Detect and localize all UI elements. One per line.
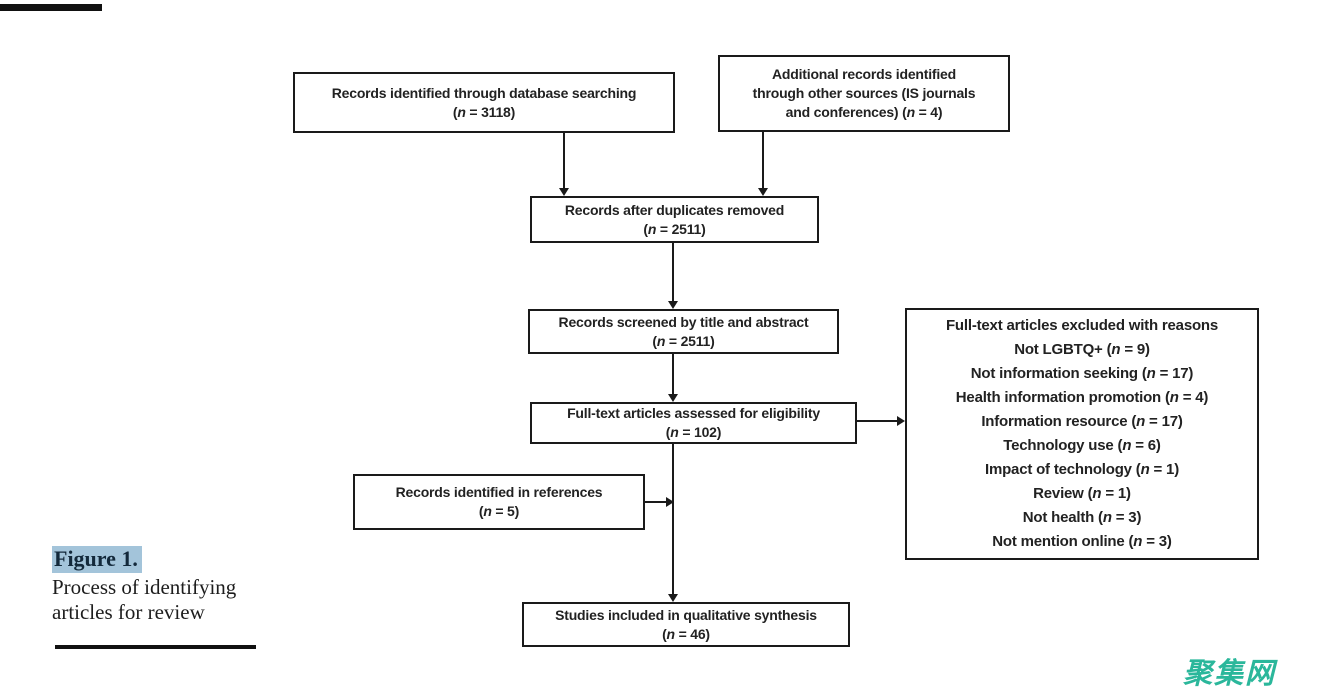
- flow-box-references: Records identified in references (n = 5): [353, 474, 645, 530]
- box-line: through other sources (IS journals: [752, 85, 976, 101]
- caption-line-1: Process of identifying: [52, 575, 237, 599]
- box-line: Full-text articles assessed for eligibil…: [567, 405, 820, 421]
- arrowhead-fulltext-to-included: [668, 594, 678, 602]
- box-line: Records identified in references: [395, 484, 603, 500]
- flow-box-database-search: Records identified through database sear…: [293, 72, 675, 133]
- connector-database-to-duplicates: [563, 133, 565, 189]
- flow-box-duplicates-removed: Records after duplicates removed (n = 251…: [530, 196, 819, 243]
- box-line: (n = 46): [662, 625, 710, 642]
- arrowhead-duplicates-to-screened: [668, 301, 678, 309]
- box-line: Not health (n = 3): [1022, 509, 1142, 526]
- arrowhead-references-to-mainline: [666, 497, 674, 507]
- flow-box-excluded: Full-text articles excluded with reasons…: [905, 308, 1259, 560]
- box-line: Impact of technology (n = 1): [984, 461, 1179, 478]
- flow-box-other-sources: Additional records identified through oth…: [718, 55, 1010, 132]
- box-line: Records after duplicates removed: [564, 201, 785, 218]
- arrowhead-screened-to-fulltext: [668, 394, 678, 402]
- top-left-rule: [0, 4, 102, 11]
- arrowhead-other-to-duplicates: [758, 188, 768, 196]
- flow-box-included: Studies included in qualitative synthesi…: [522, 602, 850, 647]
- box-line: Not mention online (n = 3): [992, 533, 1172, 550]
- figure-caption: Figure 1. Process of identifying article…: [52, 546, 236, 625]
- box-line: Additional records identified: [772, 66, 956, 82]
- connector-fulltext-to-excluded: [857, 420, 898, 422]
- connector-fulltext-to-included: [672, 444, 674, 595]
- caption-line-2: articles for review: [52, 600, 205, 624]
- flow-box-screened: Records screened by title and abstract (n…: [528, 309, 839, 354]
- arrowhead-database-to-duplicates: [559, 188, 569, 196]
- box-line: (n = 102): [665, 424, 722, 440]
- watermark-logo: 聚集网: [1183, 656, 1277, 690]
- connector-duplicates-to-screened: [672, 243, 674, 302]
- box-line: (n = 2511): [643, 220, 706, 237]
- box-line: Full-text articles excluded with reasons: [945, 317, 1219, 334]
- box-line: Information resource (n = 17): [981, 413, 1183, 430]
- box-line: (n = 3118): [452, 103, 516, 120]
- flow-box-fulltext-assessed: Full-text articles assessed for eligibil…: [530, 402, 857, 444]
- box-line: Records identified through database sear…: [331, 84, 637, 101]
- connector-references-to-mainline: [645, 501, 667, 503]
- box-line: (n = 5): [478, 503, 520, 519]
- connector-other-to-duplicates: [762, 132, 764, 189]
- box-line: Not information seeking (n = 17): [970, 365, 1194, 382]
- box-line: Review (n = 1): [1033, 485, 1131, 502]
- box-line: Health information promotion (n = 4): [955, 389, 1209, 406]
- caption-rule: [55, 645, 256, 649]
- box-line: and conferences) (n = 4): [785, 104, 943, 120]
- box-line: Not LGBTQ+ (n = 9): [1014, 341, 1150, 358]
- box-line: Records screened by title and abstract: [558, 313, 809, 330]
- figure-label: Figure 1.: [52, 546, 142, 573]
- box-line: (n = 2511): [652, 332, 715, 349]
- box-line: Technology use (n = 6): [1003, 437, 1161, 454]
- arrowhead-fulltext-to-excluded: [897, 416, 905, 426]
- connector-screened-to-fulltext: [672, 354, 674, 395]
- box-line: Studies included in qualitative synthesi…: [555, 606, 817, 623]
